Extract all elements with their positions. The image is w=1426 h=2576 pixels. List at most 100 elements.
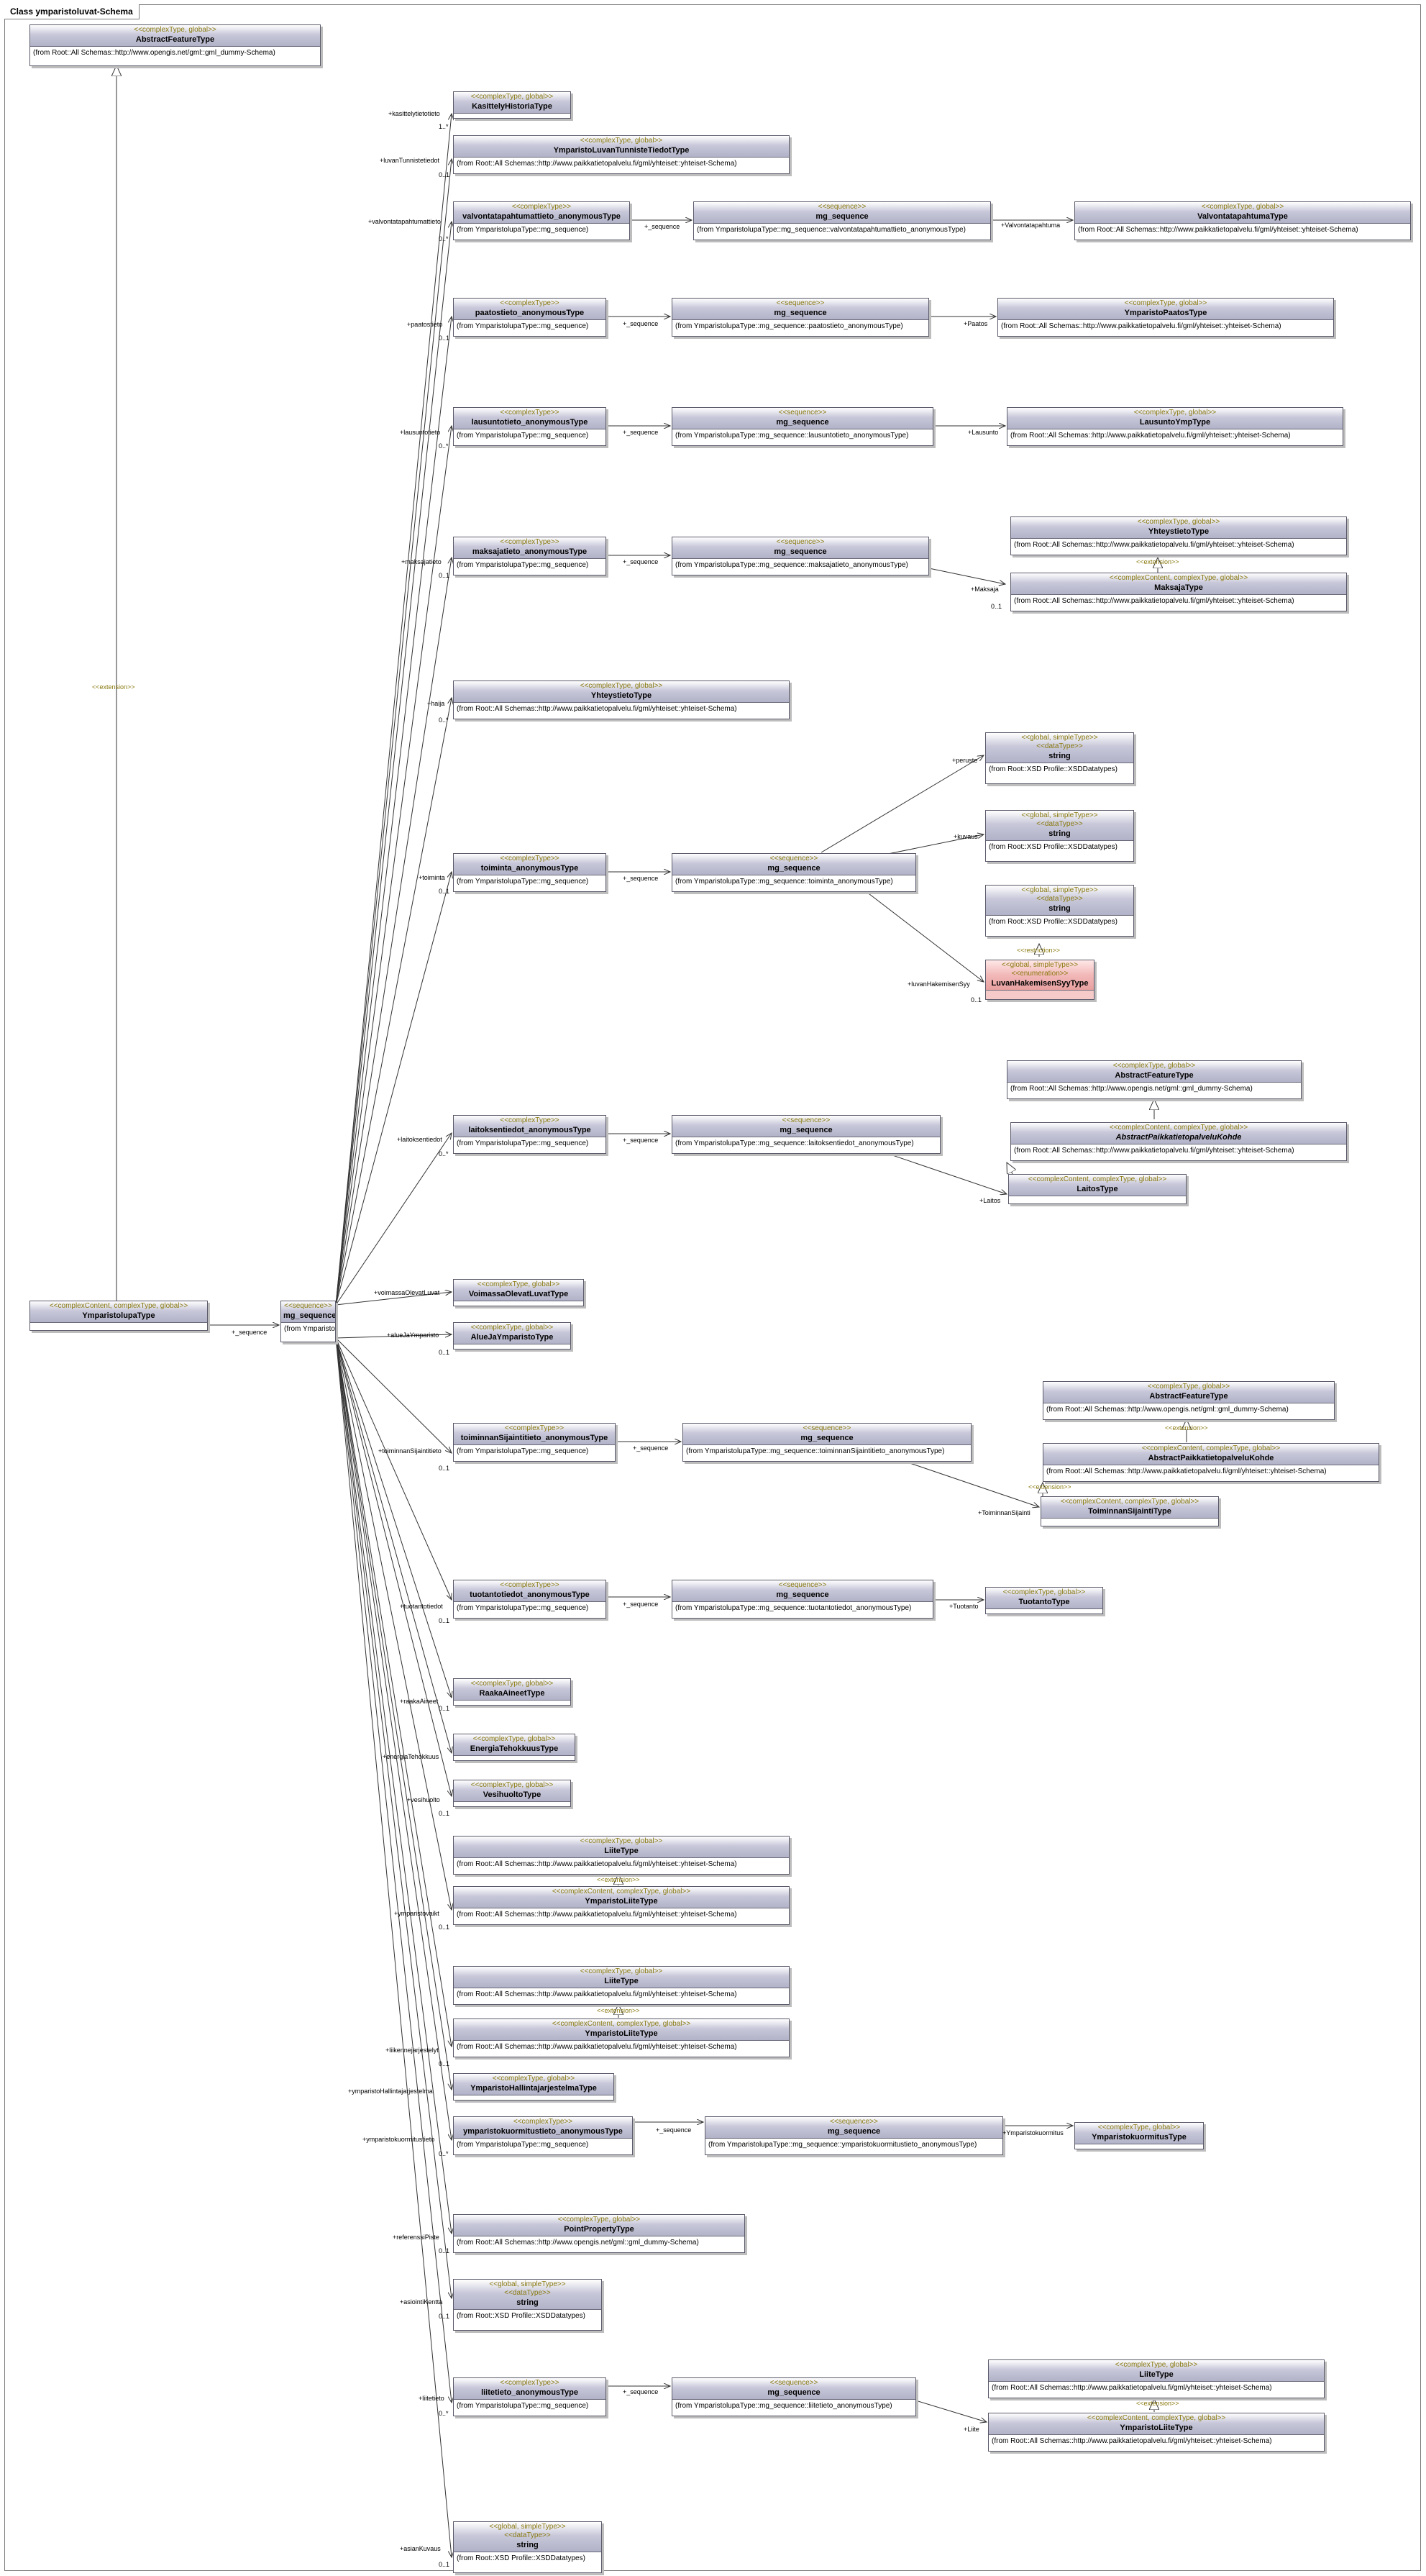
role-valvontatapahtuma: +Valvontatapahtuma [1001, 222, 1061, 229]
liite-type-box-2[interactable]: <<complexType, global>>LiiteType (from R… [453, 1966, 790, 2005]
role-liite-type: +Liite [964, 2426, 979, 2433]
role-alue: +alueJaYmparisto [387, 1332, 439, 1339]
ymparistokuormitus-type-box[interactable]: <<complexType, global>>Ymparistokuormitu… [1074, 2122, 1204, 2149]
lausunto-type-box[interactable]: <<complexType, global>>LausuntoYmpType (… [1007, 407, 1343, 446]
kuormitus-anon-box[interactable]: <<complexType>>ymparistokuormitustieto_a… [453, 2116, 633, 2155]
tuotanto-type-box[interactable]: <<complexType, global>>TuotantoType [985, 1587, 1103, 1614]
yhteystieto-type-box-2[interactable]: <<complexType, global>>YhteystietoType (… [453, 681, 790, 719]
mult-valvonta: 0..* [439, 235, 449, 242]
sijainti-anon-box[interactable]: <<complexType>>toiminnanSijaintitieto_an… [453, 1423, 616, 1462]
role-kuormitus-type: +Ymparistokuormitus [1002, 2129, 1064, 2136]
kasittely-historia-box[interactable]: <<complexType, global>>KasittelyHistoria… [453, 91, 571, 119]
liitetieto-anon-box[interactable]: <<complexType>>liitetieto_anonymousType … [453, 2377, 606, 2416]
mult-toiminta: 0..1 [439, 888, 450, 895]
maksaja-anon-box[interactable]: <<complexType>>maksajatieto_anonymousTyp… [453, 537, 606, 575]
valvonta-seq-box[interactable]: <<sequence>>mg_sequence (from Ymparistol… [693, 201, 991, 240]
role-peruste: +peruste [952, 757, 978, 764]
abstract-feature-type-sijainti-box[interactable]: <<complexType, global>>AbstractFeatureTy… [1043, 1381, 1335, 1420]
abstract-paikkatieto-box-1[interactable]: <<complexContent, complexType, global>>A… [1010, 1122, 1347, 1161]
mult-kuormitus: 0..* [439, 2150, 449, 2157]
mult-asian: 0..1 [439, 2561, 450, 2568]
extension-label: <<extension>> [1136, 558, 1179, 565]
lausunto-seq-box[interactable]: <<sequence>>mg_sequence (from Ymparistol… [672, 407, 933, 446]
mult-vesihuolto: 0..1 [439, 1810, 450, 1817]
string-kuvaus-box[interactable]: <<global, simpleType>><<dataType>>string… [985, 810, 1134, 862]
mult-maksaja-type: 0..1 [991, 603, 1002, 610]
ymparisto-liite-type-box-1[interactable]: <<complexContent, complexType, global>>Y… [453, 1886, 790, 1925]
maksaja-seq-box[interactable]: <<sequence>>mg_sequence (from Ymparistol… [672, 537, 929, 575]
role-seq-maksaja: +_sequence [623, 558, 659, 565]
string-peruste-box[interactable]: <<global, simpleType>><<dataType>>string… [985, 732, 1134, 784]
kuormitus-seq-box[interactable]: <<sequence>>mg_sequence (from Ymparistol… [705, 2116, 1003, 2155]
paatos-seq-box[interactable]: <<sequence>>mg_sequence (from Ymparistol… [672, 298, 929, 337]
liite-type-box-1[interactable]: <<complexType, global>>LiiteType (from R… [453, 1836, 790, 1875]
role-paatos: +paatostieto [407, 321, 443, 328]
mult-maksaja: 0..1 [439, 572, 450, 579]
role-kuormitus: +ymparistokuormitustieto [362, 2136, 435, 2143]
paatos-anon-box[interactable]: <<complexType>>paatostieto_anonymousType… [453, 298, 606, 337]
liite-type-box-3[interactable]: <<complexType, global>>LiiteType (from R… [988, 2359, 1325, 2398]
ymparisto-hallintajarjestelma-box[interactable]: <<complexType, global>>YmparistoHallinta… [453, 2073, 614, 2101]
tuotanto-anon-box[interactable]: <<complexType>>tuotantotiedot_anonymousT… [453, 1580, 606, 1619]
mult-ympvaik: 0..1 [439, 1924, 450, 1931]
string-asian-box[interactable]: <<global, simpleType>><<dataType>>string… [453, 2521, 602, 2573]
laitos-anon-box[interactable]: <<complexType>>laitoksentiedot_anonymous… [453, 1115, 606, 1154]
restriction-label: <<restriction>> [1017, 947, 1061, 954]
lausunto-anon-box[interactable]: <<complexType>>lausuntotieto_anonymousTy… [453, 407, 606, 446]
string-kentta-box[interactable]: <<global, simpleType>><<dataType>>string… [453, 2279, 602, 2331]
toiminnan-sijainti-type-box[interactable]: <<complexContent, complexType, global>>T… [1041, 1496, 1219, 1526]
maksaja-type-box[interactable]: <<complexContent, complexType, global>>M… [1010, 573, 1347, 611]
abstract-feature-type-box[interactable]: <<complexType, global>>AbstractFeatureTy… [29, 24, 321, 66]
diagram-frame [4, 4, 1421, 2571]
role-laitos: +laitoksentiedot [397, 1136, 442, 1143]
abstract-paikkatieto-box-2[interactable]: <<complexContent, complexType, global>>A… [1043, 1443, 1379, 1482]
laitos-type-box[interactable]: <<complexContent, complexType, global>>L… [1008, 1174, 1187, 1204]
vesihuolto-box[interactable]: <<complexType, global>>VesihuoltoType [453, 1780, 571, 1807]
sijainti-seq-box[interactable]: <<sequence>>mg_sequence (from Ymparistol… [682, 1423, 972, 1462]
extension-label-main: <<extension>> [92, 683, 135, 691]
valvontatapahtuma-type-box[interactable]: <<complexType, global>>Valvontatapahtuma… [1074, 201, 1411, 240]
voimassa-olevat-luvat-box[interactable]: <<complexType, global>>VoimassaOlevatLuv… [453, 1279, 584, 1306]
raaka-aineet-box[interactable]: <<complexType, global>>RaakaAineetType [453, 1678, 571, 1706]
abstract-feature-type-laitos-box[interactable]: <<complexType, global>>AbstractFeatureTy… [1007, 1060, 1302, 1099]
role-toiminta: +toiminta [419, 874, 445, 881]
luvan-tunniste-box[interactable]: <<complexType, global>>YmparistoLuvanTun… [453, 135, 790, 174]
point-property-type-box[interactable]: <<complexType, global>>PointPropertyType… [453, 2214, 745, 2253]
role-maksaja-type: +Maksaja [971, 586, 999, 593]
ymparisto-liite-type-box-3[interactable]: <<complexContent, complexType, global>>Y… [988, 2413, 1325, 2452]
role-haija: +haija [427, 700, 445, 707]
role-paatos-type: +Paatos [964, 320, 988, 327]
extension-label-sijainti: <<extension>> [1165, 1424, 1208, 1432]
role-ympvaik: +ymparistovaikt [394, 1910, 439, 1917]
role-lausunto-type: +Lausunto [968, 429, 999, 436]
alue-ja-ymparisto-box[interactable]: <<complexType, global>>AlueJaYmparistoTy… [453, 1322, 571, 1350]
extension-label-liite-2: <<extension>> [597, 2007, 640, 2014]
valvonta-anon-box[interactable]: <<complexType>>valvontatapahtumattieto_a… [453, 201, 630, 240]
ymparistolupa-type-box[interactable]: <<complexContent, complexType, global>>Y… [29, 1301, 208, 1331]
role-seq-paatos: +_sequence [623, 320, 659, 327]
role-tuotanto: +tuotantotiedot [400, 1603, 443, 1610]
mult-lausunto: 0..* [439, 442, 449, 450]
mult-tunniste: 0..1 [439, 171, 450, 178]
laitos-seq-box[interactable]: <<sequence>>mg_sequence (from Ymparistol… [672, 1115, 941, 1154]
role-kuvaus: +kuvaus [954, 833, 978, 840]
mult-tuotanto: 0..1 [439, 1617, 450, 1624]
paatos-type-box[interactable]: <<complexType, global>>YmparistoPaatosTy… [997, 298, 1334, 337]
frame-title: Class ymparistoluvat-Schema [4, 4, 140, 19]
liitetieto-seq-box[interactable]: <<sequence>>mg_sequence (from Ymparistol… [672, 2377, 916, 2416]
toiminta-anon-box[interactable]: <<complexType>>toiminta_anonymousType (f… [453, 853, 606, 892]
role-laitos-type: +Laitos [979, 1197, 1001, 1204]
mult-luvanhak: 0..1 [971, 996, 982, 1003]
ymparisto-liite-type-box-2[interactable]: <<complexContent, complexType, global>>Y… [453, 2019, 790, 2057]
mult-sijainti: 0..1 [439, 1465, 450, 1472]
role-asian: +asianKuvaus [400, 2545, 441, 2552]
extension-label-liite-1: <<extension>> [597, 1876, 640, 1883]
tuotanto-seq-box[interactable]: <<sequence>>mg_sequence (from Ymparistol… [672, 1580, 933, 1619]
string-base-box[interactable]: <<global, simpleType>><<dataType>>string… [985, 885, 1134, 937]
luvan-hakemisen-syy-box[interactable]: <<global, simpleType>><<enumeration>>Luv… [985, 960, 1094, 1000]
yhteystieto-type-box-1[interactable]: <<complexType, global>>YhteystietoType (… [1010, 516, 1347, 555]
role-tunniste: +luvanTunnistetiedot [380, 157, 439, 164]
toiminta-seq-box[interactable]: <<sequence>>mg_sequence (from Ymparistol… [672, 853, 916, 892]
energia-tehokkuus-box[interactable]: <<complexType, global>>EnergiaTehokkuusT… [453, 1734, 575, 1761]
main-sequence-box[interactable]: <<sequence>>mg_sequence (from Ymparistol… [280, 1301, 336, 1342]
